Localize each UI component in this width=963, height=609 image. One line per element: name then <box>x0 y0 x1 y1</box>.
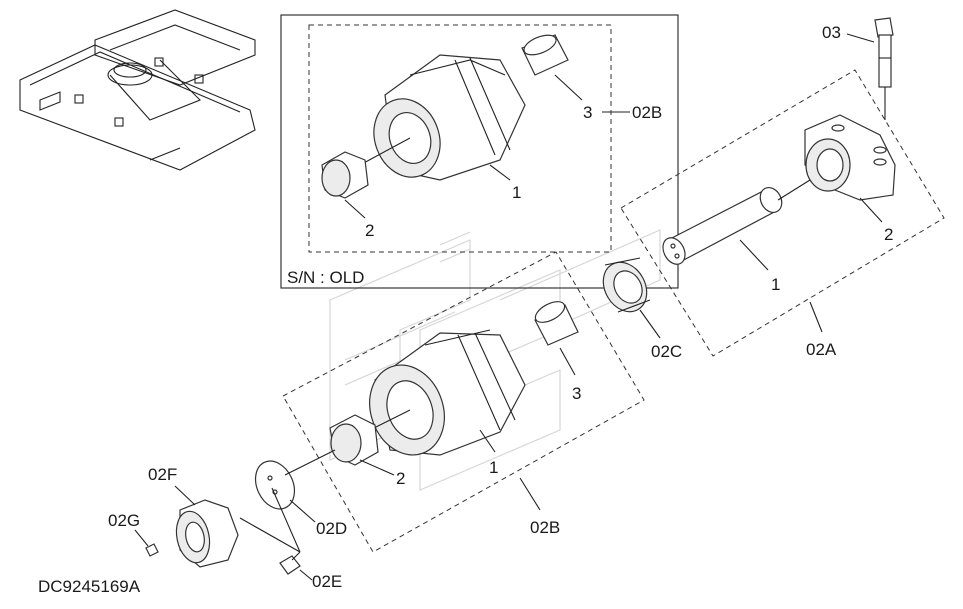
shaft-number: 1 <box>771 275 780 294</box>
bushing <box>534 301 579 346</box>
shaft-assembly-box <box>620 69 945 357</box>
bracket <box>804 114 896 201</box>
roller <box>349 329 526 456</box>
old-bushing <box>521 34 569 76</box>
bolt-label: 03 <box>822 23 841 42</box>
roller-assembly-box <box>282 251 645 553</box>
bolt-03 <box>874 17 894 120</box>
watermark-logo <box>329 229 661 491</box>
bracket-number: 2 <box>884 225 893 244</box>
seal <box>602 257 651 313</box>
bushing-number: 3 <box>572 384 581 403</box>
plate-label: 02D <box>316 519 347 538</box>
old-roller <box>359 54 526 181</box>
old-assy-label: 02B <box>632 103 662 122</box>
old-roller-number: 1 <box>512 183 521 202</box>
collar <box>329 414 379 466</box>
cap-label: 02F <box>148 465 177 484</box>
collar-number: 2 <box>396 469 405 488</box>
old-collar-number: 2 <box>365 221 374 240</box>
drawing-id: DC9245169A <box>38 577 141 596</box>
old-bushing-number: 3 <box>583 103 592 122</box>
track-frame-illustration <box>19 9 256 171</box>
seal-label: 02C <box>651 342 682 361</box>
shaft-assy-label: 02A <box>806 340 837 359</box>
old-collar <box>321 151 369 199</box>
assy-label: 02B <box>530 518 560 537</box>
roller-number: 1 <box>489 458 498 477</box>
plate <box>254 449 336 510</box>
screw-label: 02E <box>312 572 342 591</box>
old-version-box: S/N : OLD <box>280 14 679 289</box>
cap <box>175 499 239 568</box>
shaft <box>662 179 811 265</box>
plug <box>145 543 159 557</box>
screw <box>239 487 301 575</box>
old-box-caption: S/N : OLD <box>287 268 364 287</box>
plug-label: 02G <box>108 511 140 530</box>
